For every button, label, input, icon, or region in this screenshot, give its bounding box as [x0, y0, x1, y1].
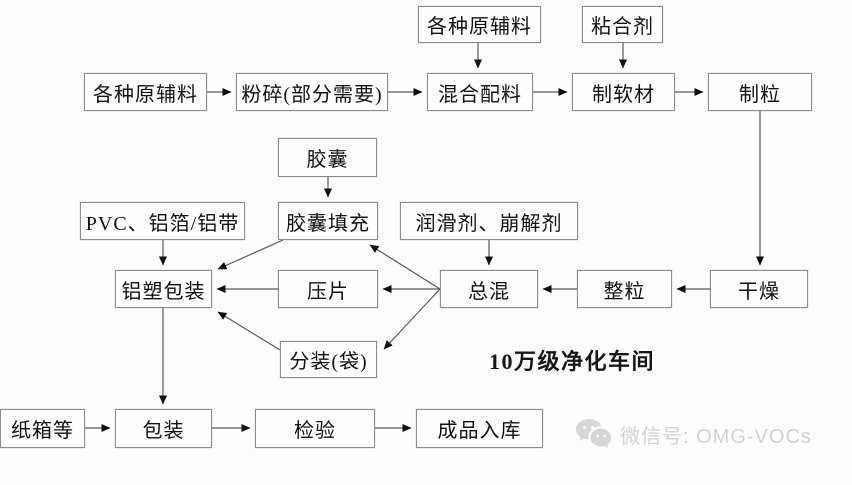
node-drying: 干燥: [710, 270, 808, 308]
watermark: 微信号: OMG-VOCs: [574, 417, 812, 451]
node-packing: 包装: [115, 409, 212, 448]
node-mixing: 混合配料: [427, 73, 533, 111]
node-adhesive: 粘合剂: [582, 6, 663, 43]
node-carton: 纸箱等: [0, 409, 85, 448]
node-capsule: 胶囊: [278, 138, 377, 177]
node-granule-sizing: 整粒: [577, 270, 672, 308]
node-blister-packing: 铝塑包装: [115, 270, 212, 308]
node-bagging: 分装(袋): [280, 341, 377, 378]
watermark-text: 微信号: OMG-VOCs: [620, 425, 812, 448]
node-warehousing: 成品入库: [416, 409, 543, 448]
workshop-grade-label: 10万级净化车间: [489, 349, 656, 374]
node-crushing: 粉碎(部分需要): [236, 73, 388, 111]
node-raw-materials: 各种原辅料: [84, 73, 207, 111]
node-granulation: 制粒: [708, 73, 812, 111]
node-final-mixing: 总混: [440, 270, 538, 308]
node-capsule-filling: 胶囊填充: [278, 202, 378, 240]
node-soft-material: 制软材: [572, 73, 675, 111]
node-lubricant: 润滑剂、崩解剂: [400, 202, 578, 240]
node-raw-materials-top: 各种原辅料: [418, 6, 541, 43]
wechat-icon: [576, 419, 612, 448]
node-tableting: 压片: [278, 270, 378, 308]
node-pvc-foil: PVC、铝箔/铝带: [80, 202, 245, 240]
node-inspection: 检验: [255, 409, 375, 448]
